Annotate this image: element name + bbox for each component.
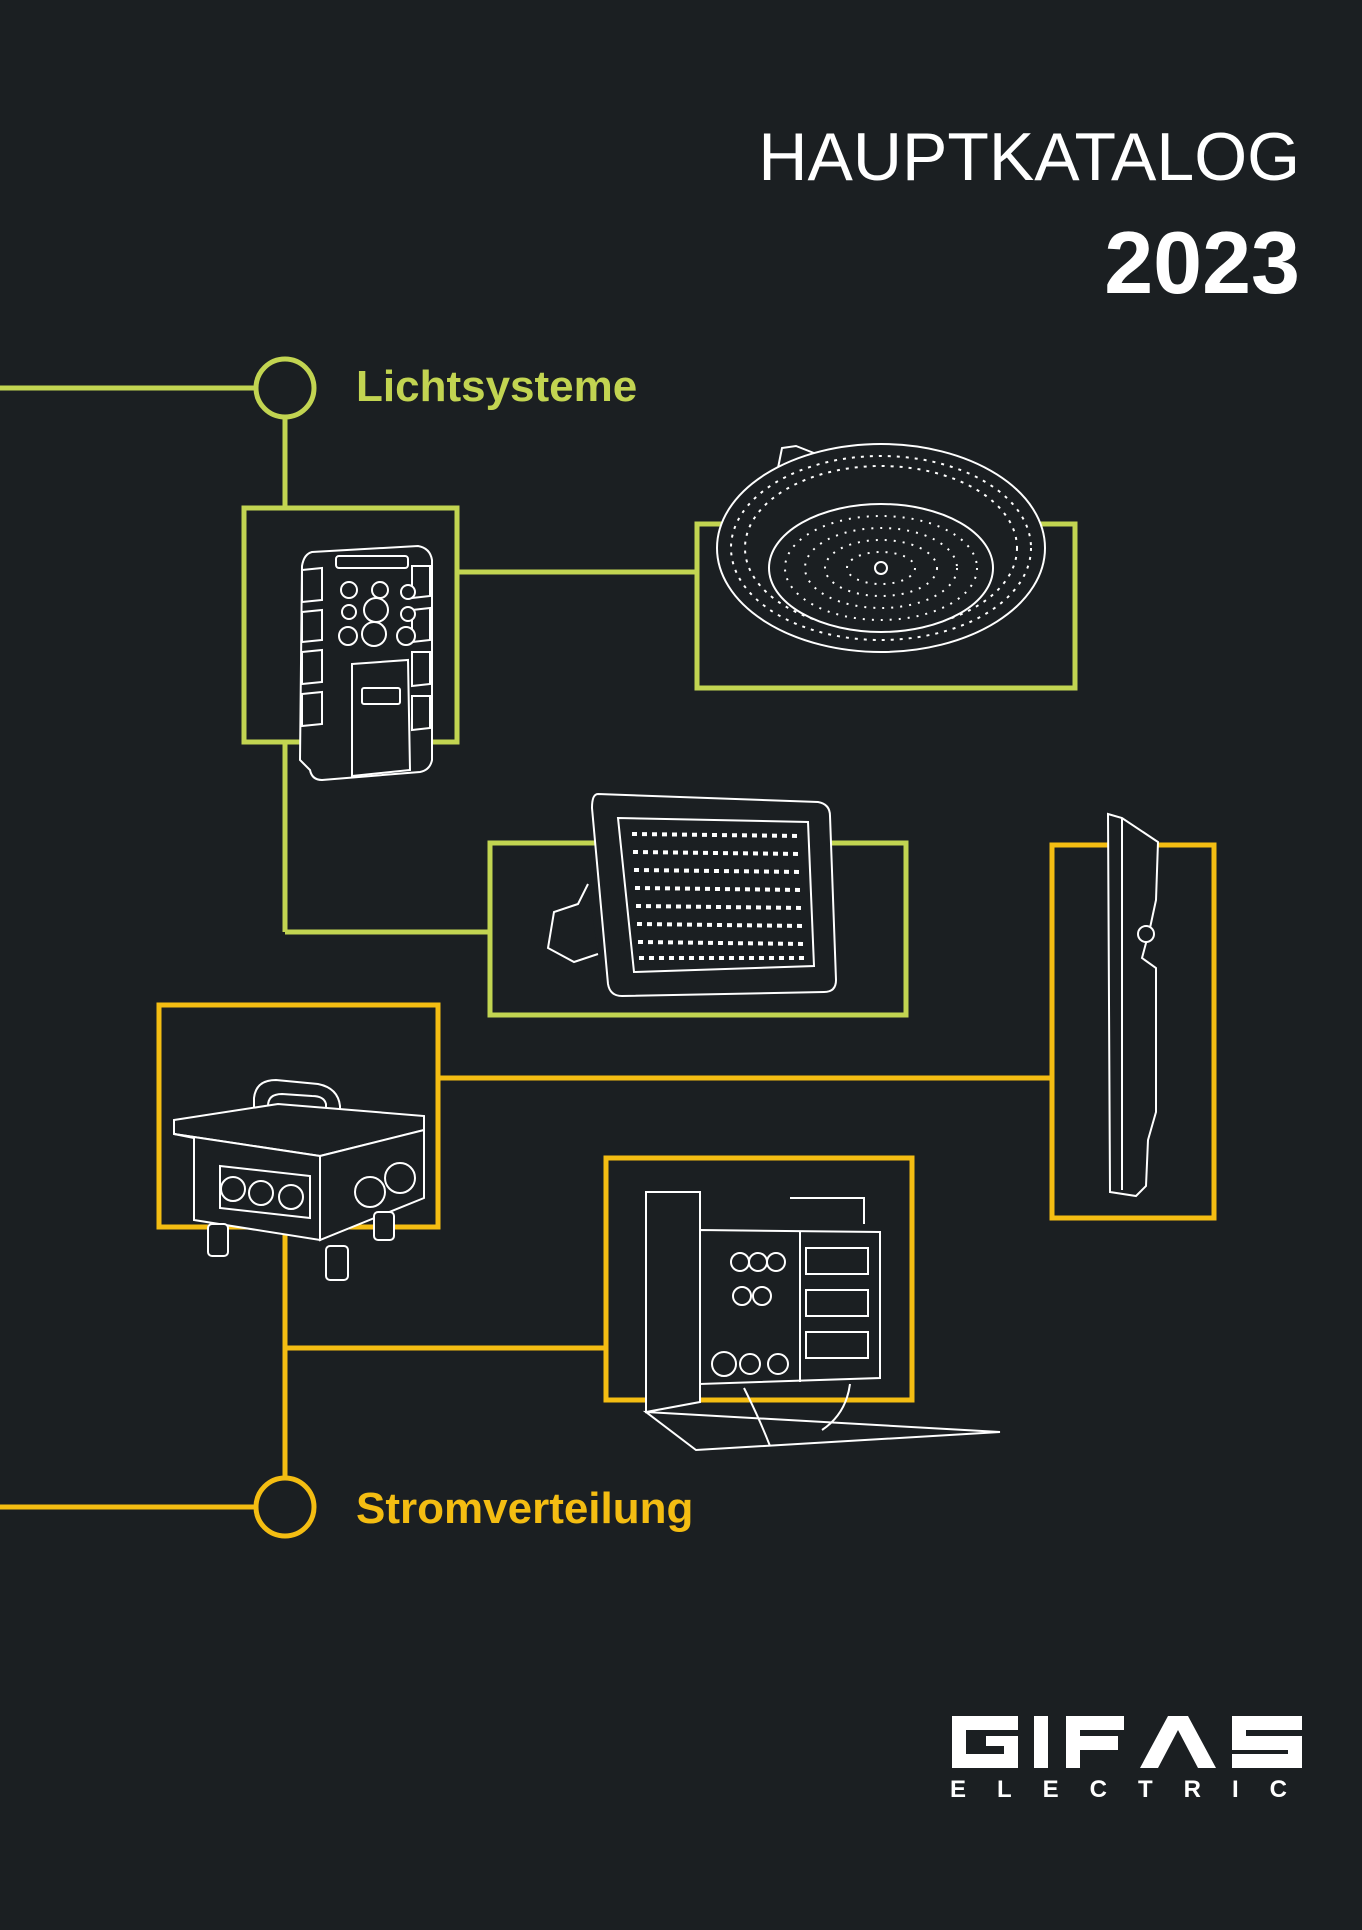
remote-control-illustration [298, 544, 433, 782]
catalog-title: HAUPTKATALOG [758, 119, 1300, 195]
ufo-lamp-illustration [716, 443, 1046, 653]
section-label-lighting: Lichtsysteme [356, 362, 638, 411]
slim-light-illustration [1106, 812, 1160, 1198]
distribution-box-illustration [173, 1078, 425, 1281]
lighting-connector-lines [0, 356, 697, 935]
led-grid [631, 832, 807, 960]
section-label-power-distribution: Stromverteilung [356, 1484, 694, 1533]
gifas-logo-wordmark [952, 1716, 1302, 1768]
brand-tagline: ELECTRIC [950, 1776, 1318, 1803]
distribution-board-illustration [642, 1191, 1001, 1452]
power-connector-lines [0, 1075, 1052, 1539]
catalog-year: 2023 [1104, 213, 1300, 312]
floodlight-illustration [546, 792, 838, 998]
